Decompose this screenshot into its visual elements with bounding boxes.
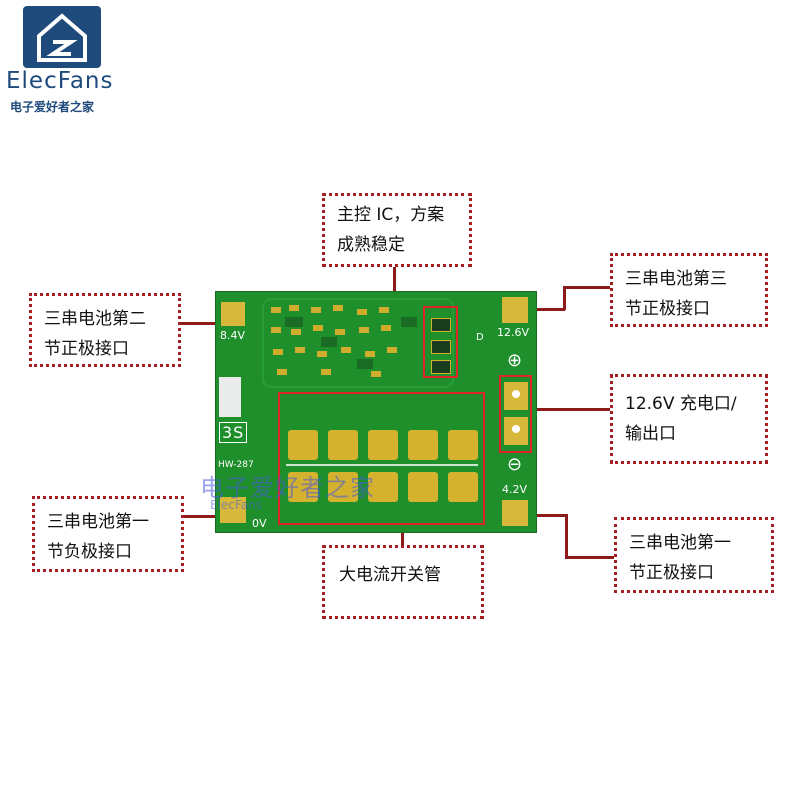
pad-12v6 <box>502 297 528 323</box>
pad-8v4 <box>221 302 245 326</box>
callout-cell1pos-line2: 节正极接口 <box>629 563 714 583</box>
callout-charge-port: 12.6V 充电口/ 输出口 <box>610 374 768 464</box>
callout-charge-line2: 输出口 <box>625 424 676 444</box>
minus-icon: ⊖ <box>507 454 523 475</box>
leader-cell2 <box>181 322 221 325</box>
logo-tile <box>23 6 101 68</box>
logo-name: ElecFans <box>6 68 114 94</box>
callout-cell1-positive: 三串电池第一 节正极接口 <box>614 517 774 593</box>
leader-cell1pos-h2 <box>565 556 615 559</box>
leader-cell1pos-h <box>527 514 567 517</box>
callout-cell1neg-line1: 三串电池第一 <box>47 512 149 532</box>
bms-board: 8.4V 12.6V D ⊕ ⊖ 4.2V 3S HW-287 0V <box>215 291 537 533</box>
pad-0v <box>220 497 246 523</box>
label-12v6: 12.6V <box>497 326 530 339</box>
leader-cell3-v <box>563 286 566 310</box>
leader-mosfet <box>401 524 404 546</box>
callout-mosfet: 大电流开关管 <box>322 545 484 619</box>
diode-mark: D <box>476 332 484 343</box>
watermark-text: 电子爱好者之家 <box>200 474 375 502</box>
label-0v: 0V <box>252 517 267 530</box>
leader-cell1neg <box>184 515 220 518</box>
callout-cell3-line2: 节正极接口 <box>625 299 710 319</box>
callout-main-ic-line2: 成熟稳定 <box>337 235 405 255</box>
ic-components <box>262 298 454 388</box>
callout-mosfet-line1: 大电流开关管 <box>339 565 441 585</box>
callout-cell1-negative: 三串电池第一 节负极接口 <box>32 496 184 572</box>
callout-cell3-line1: 三串电池第三 <box>625 269 727 289</box>
house-logo-icon <box>37 13 87 62</box>
callout-charge-line1: 12.6V 充电口/ <box>625 394 737 414</box>
callout-cell1pos-line1: 三串电池第一 <box>629 533 731 553</box>
callout-cell2-line1: 三串电池第二 <box>44 309 146 329</box>
watermark-sub: ElecFans <box>210 498 262 512</box>
logo-subtitle: 电子爱好者之家 <box>10 100 95 114</box>
label-model: HW-287 <box>218 460 254 470</box>
silkscreen-white-block <box>219 377 241 417</box>
label-8v4: 8.4V <box>220 329 246 342</box>
label-3s: 3S <box>219 422 248 443</box>
callout-cell1neg-line2: 节负极接口 <box>47 542 132 562</box>
callout-cell2-positive: 三串电池第二 节正极接口 <box>29 293 181 367</box>
callout-cell2-line2: 节正极接口 <box>44 339 129 359</box>
leader-cell3-h2 <box>527 308 565 311</box>
callout-main-ic-line1: 主控 IC，方案 <box>337 205 445 225</box>
leader-cell3-h <box>563 286 610 289</box>
pad-4v2 <box>502 500 528 526</box>
leader-charge <box>527 408 610 411</box>
label-4v2: 4.2V <box>502 483 528 496</box>
mosfet-highlight <box>278 392 485 525</box>
callout-main-ic: 主控 IC，方案 成熟稳定 <box>322 193 472 267</box>
plus-icon: ⊕ <box>507 350 523 371</box>
ic-highlight <box>423 306 458 378</box>
callout-cell3-positive: 三串电池第三 节正极接口 <box>610 253 768 327</box>
charge-port-highlight <box>499 375 532 453</box>
leader-cell1pos-v <box>565 514 568 558</box>
